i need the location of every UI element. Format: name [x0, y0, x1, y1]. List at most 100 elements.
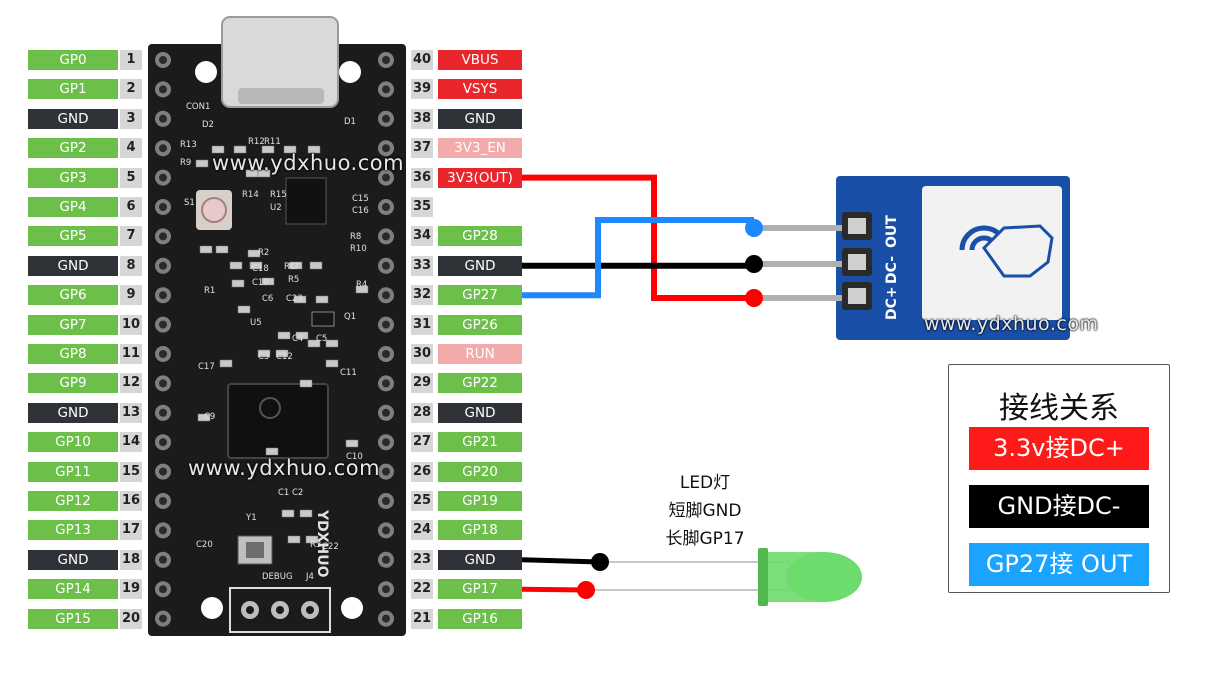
- right-pin-number: 39: [411, 79, 433, 100]
- sensor-pin-label: OUT: [884, 215, 900, 248]
- smd-component: [355, 285, 369, 294]
- header-pin-left-hole: [159, 408, 167, 417]
- smd-component: [237, 305, 251, 314]
- header-pin-right-hole: [382, 497, 390, 505]
- mounting-hole: [201, 597, 223, 619]
- right-pin-label: VSYS: [438, 79, 522, 100]
- left-pin-label: GP12: [28, 491, 118, 511]
- header-pin-right-hole: [382, 203, 390, 211]
- left-pin-label: GP7: [28, 314, 118, 335]
- right-pin-label: 3V3_EN: [438, 138, 522, 159]
- left-pin-number: 13: [120, 402, 142, 423]
- crystal: [237, 535, 273, 565]
- smd-component: [231, 279, 245, 288]
- right-pin-number: 25: [411, 491, 433, 511]
- header-pin-right-hole: [382, 232, 390, 241]
- silk-label: RC: [284, 262, 296, 272]
- silk-label: Y1: [246, 513, 257, 523]
- header-pin-right-hole: [382, 173, 390, 182]
- silk-label: R9: [180, 158, 192, 168]
- left-pin-number: 11: [120, 344, 142, 364]
- header-pin-left-hole: [159, 585, 167, 594]
- silk-label: R1: [204, 286, 216, 296]
- header-pin-right-hole: [382, 350, 390, 358]
- left-pin-number: 9: [120, 285, 142, 306]
- left-pin-number: 20: [120, 608, 142, 629]
- wire-gp27-to-out: [522, 217, 754, 299]
- left-pin-number: 8: [120, 255, 142, 276]
- sensor-out-joint: [745, 219, 763, 237]
- smd-component: [289, 261, 303, 270]
- right-pin-number: 36: [411, 167, 433, 188]
- smd-component: [197, 413, 211, 422]
- silk-label: R12: [248, 137, 265, 147]
- silk-label: R10: [350, 244, 367, 254]
- left-pin-number: 14: [120, 432, 142, 453]
- header-pin-left-hole: [159, 291, 167, 300]
- silk-label: C17: [198, 362, 215, 372]
- smd-component: [229, 261, 243, 270]
- silk-label: R7: [288, 262, 300, 272]
- right-pin-label: GP16: [438, 608, 522, 629]
- header-pin-right-hole: [382, 555, 390, 564]
- smd-component: [275, 349, 289, 358]
- header-pin-right-hole: [382, 114, 390, 123]
- header-pin-left-hole: [159, 379, 167, 388]
- right-pin-label: VBUS: [438, 50, 522, 70]
- header-pin-left-hole: [159, 438, 167, 447]
- wire-3v3-to-dcplus: [522, 174, 754, 301]
- finger-icon: [982, 224, 1054, 278]
- legend-title: 接线关系: [999, 391, 1119, 426]
- terminal-screw: [848, 288, 866, 304]
- silk-label: U5: [250, 318, 262, 328]
- right-pin-label: GND: [438, 549, 522, 570]
- right-pin-label: GP19: [438, 491, 522, 511]
- regulator-chip: [285, 177, 327, 225]
- smd-component: [309, 261, 323, 270]
- silk-label: C11: [340, 368, 357, 378]
- smd-component: [281, 509, 295, 518]
- left-pin-label: GP1: [28, 79, 118, 100]
- silk-label: R14: [242, 190, 259, 200]
- silk-label: CON1: [186, 102, 211, 112]
- silk-label: C12: [276, 352, 293, 362]
- smd-component: [287, 535, 301, 544]
- left-pin-label: GP10: [28, 432, 118, 453]
- silk-label: C15: [352, 194, 369, 204]
- left-pin-label: GP3: [28, 167, 118, 188]
- left-pin-label: GP8: [28, 344, 118, 364]
- left-pin-label: GND: [28, 255, 118, 276]
- left-pin-label: GP4: [28, 197, 118, 217]
- silk-label: DEBUG: [262, 572, 293, 582]
- header-pin-left-hole: [159, 173, 167, 182]
- silk-label: R3: [310, 540, 322, 550]
- left-pin-label: GND: [28, 108, 118, 129]
- right-pin-label: GP21: [438, 432, 522, 453]
- right-pin-number: 21: [411, 608, 433, 629]
- right-pin-number: 32: [411, 285, 433, 306]
- usb-c-tongue: [238, 88, 324, 104]
- silk-label: J4: [306, 572, 314, 582]
- left-pin-number: 18: [120, 549, 142, 570]
- right-pin-number: 35: [411, 197, 433, 217]
- left-pin-label: GP9: [28, 373, 118, 394]
- transistor-q1: [311, 311, 335, 327]
- header-pin-right-hole: [382, 56, 390, 64]
- led-dome: [786, 552, 862, 602]
- left-pin-number: 19: [120, 579, 142, 600]
- debug-pin-hole: [306, 606, 314, 614]
- header-pin-left-hole: [159, 232, 167, 241]
- smd-component: [307, 145, 321, 154]
- left-pin-label: GP13: [28, 520, 118, 541]
- smd-component: [257, 349, 271, 358]
- mounting-hole: [341, 597, 363, 619]
- silk-label: C19: [252, 278, 269, 288]
- left-pin-number: 16: [120, 491, 142, 511]
- right-pin-label: GND: [438, 255, 522, 276]
- right-pin-label: GP17: [438, 579, 522, 600]
- right-pin-number: 26: [411, 461, 433, 482]
- header-pin-left-hole: [159, 85, 167, 94]
- debug-pin-hole: [246, 606, 254, 614]
- left-pin-label: GND: [28, 402, 118, 423]
